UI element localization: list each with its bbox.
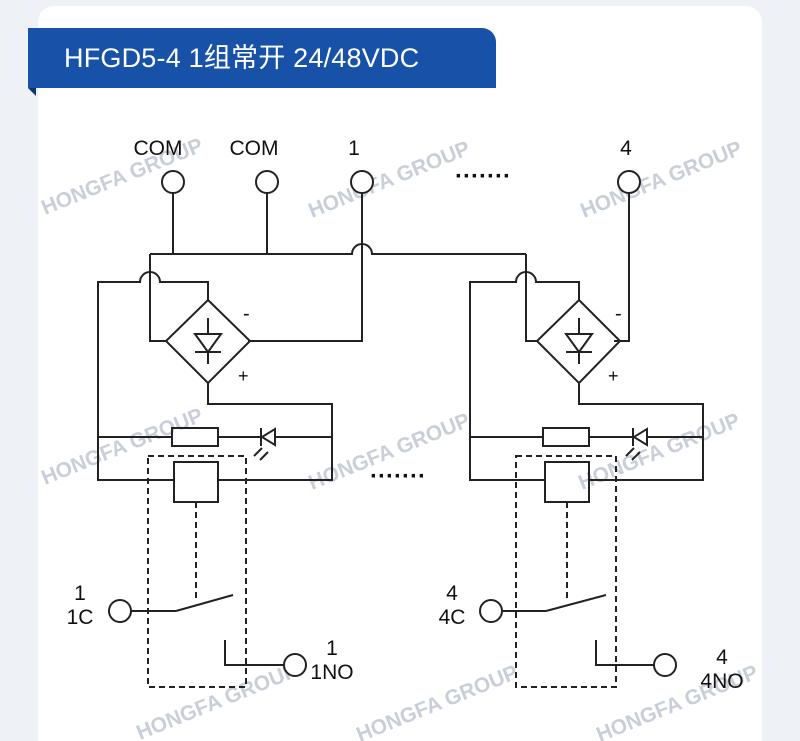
terminal-4 xyxy=(617,170,641,194)
channel-1-no-number: 1 xyxy=(326,637,338,660)
label-terminal-1: 1 xyxy=(348,137,360,160)
channel-4-c-label: 4C xyxy=(439,606,466,629)
ellipsis-top: ······· xyxy=(455,163,511,190)
banner-fold xyxy=(28,88,36,96)
bridge-plus-1: + xyxy=(238,366,249,386)
channel-4-no-number: 4 xyxy=(716,646,728,669)
diagram-title: HFGD5-4 1组常开 24/48VDC xyxy=(28,28,496,88)
bridge-minus-4: - xyxy=(615,303,622,325)
circuit xyxy=(97,170,704,688)
bridge-plus-4: + xyxy=(608,366,619,386)
watermark: HONGFA GROUP xyxy=(575,409,743,495)
label-com-1: COM xyxy=(134,137,183,160)
terminal-com-1 xyxy=(161,170,185,194)
channel-1-c-number: 1 xyxy=(74,582,86,605)
label-terminal-4: 4 xyxy=(620,137,632,160)
ellipsis-middle: ······· xyxy=(370,463,426,490)
label-com-2: COM xyxy=(230,137,279,160)
watermark: HONGFA GROUP xyxy=(353,661,521,741)
diagram-card xyxy=(38,6,762,741)
watermark: HONGFA GROUP xyxy=(577,137,745,223)
terminal-com-2 xyxy=(255,170,279,194)
channel-4-no-label: 4NO xyxy=(700,670,743,693)
bridge-minus-1: - xyxy=(243,303,250,325)
channel-4-c-number: 4 xyxy=(446,582,458,605)
channel-1-c-label: 1C xyxy=(67,606,94,629)
terminal-1 xyxy=(350,170,374,194)
watermark: HONGFA GROUP xyxy=(305,137,473,223)
channel-1-no-label: 1NO xyxy=(310,661,353,684)
watermark: HONGFA GROUP xyxy=(133,659,301,741)
